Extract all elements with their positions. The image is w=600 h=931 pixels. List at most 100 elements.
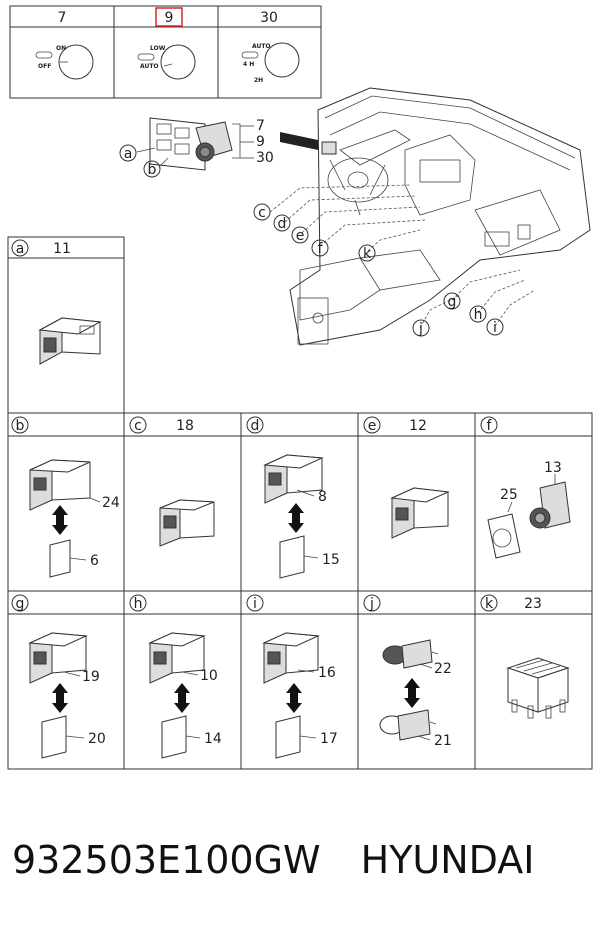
switch-assembly: 7 9 30 (136, 117, 274, 171)
panel-i-header: i (246, 594, 264, 612)
part-17-cover: 17 (275, 715, 338, 759)
part-label-17: 17 (320, 731, 338, 747)
exchange-arrow-d (288, 503, 304, 533)
dashboard-illustration (289, 87, 591, 346)
svg-text:g: g (16, 596, 25, 612)
svg-text:4 H: 4 H (243, 61, 254, 68)
svg-text:g: g (448, 294, 457, 310)
part-11-switch (38, 317, 102, 365)
panel-grid (7, 236, 593, 770)
part-label-13: 13 (544, 460, 562, 476)
panel-c-header: c 18 (129, 416, 194, 434)
callout-a: a (119, 144, 137, 162)
brand-name: HYUNDAI (360, 838, 535, 882)
svg-text:k: k (363, 246, 372, 262)
svg-text:a: a (124, 146, 133, 162)
top-switch-table: 7 9 30 ON OFF LOW AUTO AUTO 4 H 2H (9, 5, 322, 99)
part-14-cover: 14 (161, 715, 222, 759)
ref-9: 9 (256, 134, 265, 150)
exchange-arrow-i (286, 683, 302, 713)
highlight-box (155, 7, 183, 27)
part-label-22: 22 (434, 661, 452, 677)
part-21-socket: 21 (379, 709, 452, 749)
svg-text:b: b (16, 418, 25, 434)
svg-text:ON: ON (56, 45, 66, 52)
svg-text:18: 18 (176, 418, 194, 434)
panel-b-header: b (11, 416, 29, 434)
callout-d: d (273, 214, 291, 232)
callout-i: i (486, 318, 504, 336)
part-16-switch: 16 (262, 632, 336, 684)
table-header-7: 7 (58, 10, 67, 26)
part-15-cover: 15 (279, 535, 340, 579)
svg-text:AUTO: AUTO (140, 63, 159, 70)
part-10-switch: 10 (148, 632, 218, 684)
svg-text:c: c (258, 205, 266, 221)
part-label-6: 6 (90, 553, 99, 569)
panel-k-header: k 23 (480, 594, 542, 612)
svg-text:OFF: OFF (38, 63, 51, 70)
panel-d-header: d (246, 416, 264, 434)
part-label-19: 19 (82, 669, 100, 685)
svg-text:e: e (368, 418, 377, 434)
callout-j: j (412, 319, 430, 337)
part-25-bezel: 25 (487, 487, 521, 559)
svg-text:k: k (485, 596, 494, 612)
exchange-arrow-g (52, 683, 68, 713)
part-label-25: 25 (500, 487, 518, 503)
part-8-switch: 8 (263, 454, 327, 505)
footer: 932503E100GW HYUNDAI (12, 838, 592, 882)
svg-text:f: f (487, 418, 493, 434)
svg-text:i: i (493, 320, 497, 336)
exchange-arrow-h (174, 683, 190, 713)
part-label-10: 10 (200, 668, 218, 684)
svg-text:a: a (16, 241, 25, 257)
pointer-arrow (280, 132, 318, 150)
svg-text:d: d (278, 216, 287, 232)
callout-e: e (291, 226, 309, 244)
svg-text:f: f (318, 241, 324, 257)
callout-c: c (253, 203, 271, 221)
panel-f-header: f (480, 416, 498, 434)
svg-text:e: e (296, 228, 305, 244)
svg-text:12: 12 (409, 418, 427, 434)
part-6-cover: 6 (49, 539, 99, 578)
svg-text:d: d (251, 418, 260, 434)
part-label-16: 16 (318, 665, 336, 681)
leader-lines (269, 184, 536, 329)
exchange-arrow-b (52, 505, 68, 535)
svg-text:2H: 2H (254, 77, 263, 84)
svg-text:c: c (134, 418, 142, 434)
svg-text:11: 11 (53, 241, 71, 257)
svg-text:AUTO: AUTO (252, 43, 271, 50)
part-label-15: 15 (322, 552, 340, 568)
switch-dial-9: LOW AUTO (137, 44, 196, 80)
part-13-knob: 13 (529, 460, 571, 529)
svg-text:LOW: LOW (150, 45, 166, 52)
svg-text:h: h (134, 596, 143, 612)
switch-dial-30: AUTO 4 H 2H (241, 42, 300, 84)
part-label-8: 8 (318, 489, 327, 505)
switch-dial-7: ON OFF (35, 44, 94, 80)
ref-7: 7 (256, 118, 265, 134)
panel-j-header: j (363, 594, 381, 612)
panel-h-header: h (129, 594, 147, 612)
callout-f: f (311, 239, 329, 257)
callout-g: g (443, 292, 461, 310)
part-number: 932503E100GW (12, 838, 321, 882)
part-label-21: 21 (434, 733, 452, 749)
svg-text:b: b (148, 162, 157, 178)
exchange-arrow-j (404, 678, 420, 708)
svg-text:h: h (474, 307, 483, 323)
part-22-socket: 22 (382, 639, 452, 677)
ref-30: 30 (256, 150, 274, 166)
part-label-24: 24 (102, 495, 120, 511)
panel-a-header: a 11 (11, 239, 71, 257)
part-20-cover: 20 (41, 715, 106, 759)
svg-text:i: i (253, 596, 257, 612)
panel-e-header: e 12 (363, 416, 427, 434)
callout-h: h (469, 305, 487, 323)
panel-g-header: g (11, 594, 29, 612)
part-18-switch (159, 499, 215, 547)
